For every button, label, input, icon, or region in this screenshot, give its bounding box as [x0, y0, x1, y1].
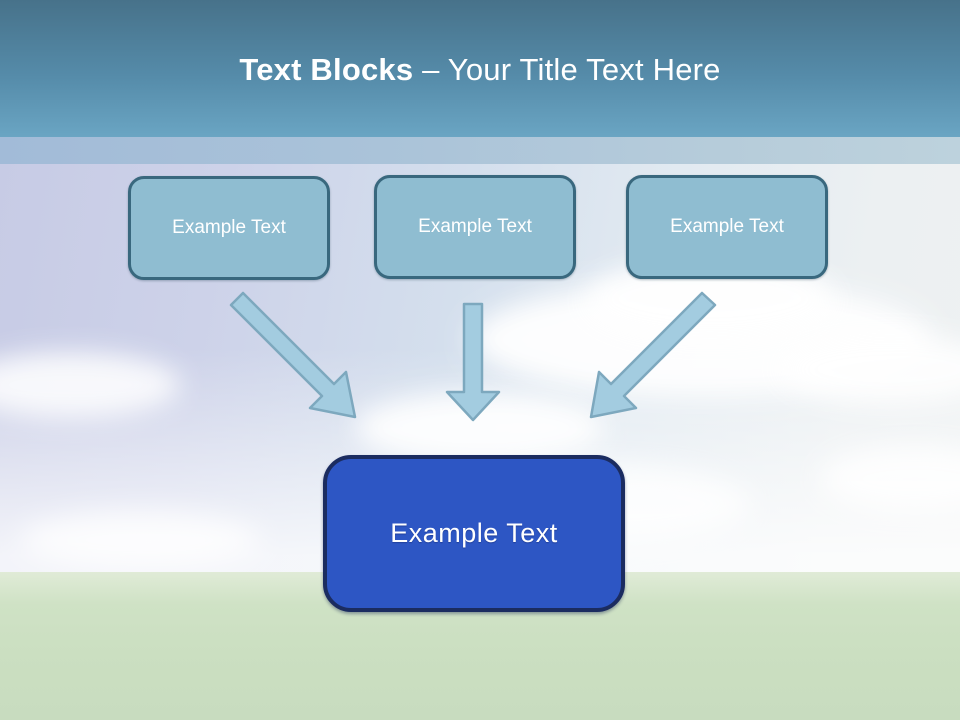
cloud	[20, 512, 260, 568]
cloud	[470, 282, 930, 397]
main-text-block-label: Example Text	[390, 518, 558, 548]
title-regular-part: – Your Title Text Here	[413, 52, 721, 87]
slide-header: Text Blocks – Your Title Text Here	[0, 0, 960, 137]
cloud	[355, 392, 605, 464]
text-block-1-label: Example Text	[172, 217, 286, 238]
text-block-2: Example Text	[374, 175, 576, 279]
cloud	[820, 446, 960, 512]
text-block-2-label: Example Text	[418, 216, 532, 237]
cloud	[780, 334, 960, 404]
main-text-block: Example Text	[323, 455, 625, 612]
cloud	[0, 352, 180, 418]
background-band	[0, 137, 960, 164]
text-block-1: Example Text	[128, 176, 330, 280]
text-block-3-label: Example Text	[670, 216, 784, 237]
title-bold-part: Text Blocks	[239, 52, 414, 87]
slide-title: Text Blocks – Your Title Text Here	[0, 52, 960, 87]
text-block-3: Example Text	[626, 175, 828, 279]
